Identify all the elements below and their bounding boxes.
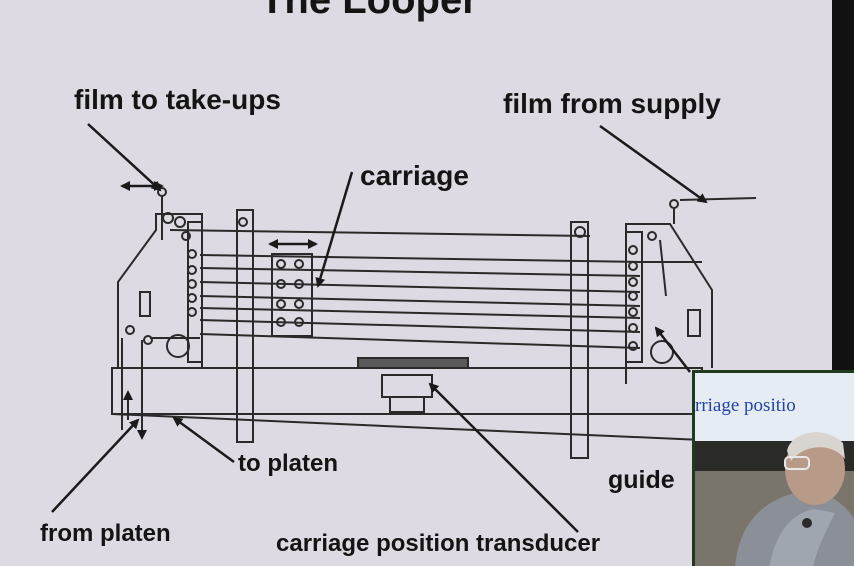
- arrow-transducer: [428, 382, 579, 533]
- label-film-from-supply: film from supply: [503, 88, 721, 119]
- arrow-from-platen: [51, 418, 140, 513]
- arrow-take-ups: [87, 123, 162, 192]
- label-film-to-take-ups: film to take-ups: [74, 84, 281, 115]
- arrow-to-platen: [172, 416, 235, 464]
- right-reel-block: [625, 231, 643, 363]
- left-reel-block: [187, 221, 203, 363]
- transducer-body: [381, 374, 433, 398]
- arrow-guide: [654, 326, 691, 373]
- inset-slide-text: rriage positio: [695, 395, 796, 416]
- slide-title: The Looper: [260, 0, 478, 22]
- label-guide: guide: [608, 466, 675, 494]
- left-guide-post: [236, 209, 254, 443]
- transducer-bar: [357, 357, 469, 369]
- right-guide-post: [570, 221, 589, 459]
- speaker-video-inset: rriage positio: [692, 370, 854, 566]
- base-bottom-line: [111, 413, 703, 441]
- transducer-foot: [389, 396, 425, 413]
- inset-slide-background: rriage positio: [695, 373, 854, 441]
- arrow-supply: [599, 124, 708, 204]
- speaker-figure: [735, 432, 854, 566]
- label-carriage-position-transducer: carriage position transducer: [276, 530, 601, 557]
- label-from-platen: from platen: [40, 520, 171, 547]
- arrow-carriage: [315, 171, 354, 288]
- label-to-platen: to platen: [238, 450, 338, 477]
- label-carriage: carriage: [360, 160, 469, 191]
- slide: The Looper film to take-ups film from su…: [0, 0, 832, 566]
